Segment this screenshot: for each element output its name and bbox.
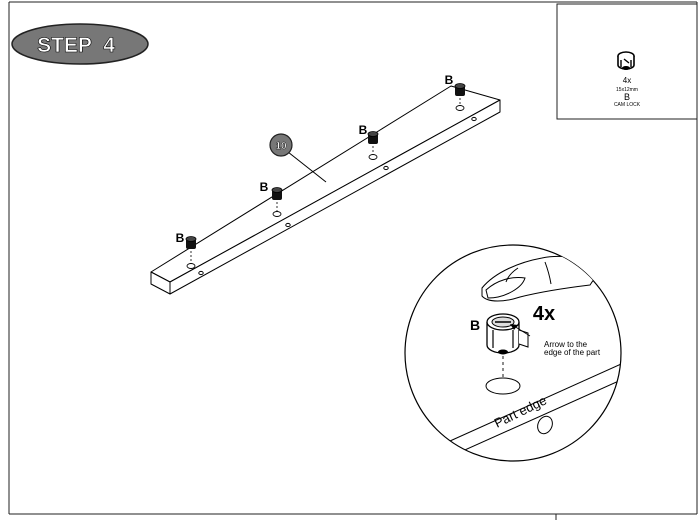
cam-lock-icon xyxy=(617,51,635,70)
cam-label-3: B xyxy=(359,123,368,137)
step-badge: STEP 4 xyxy=(11,23,149,65)
board-panel xyxy=(150,85,501,295)
cam-label-4: B xyxy=(445,73,454,87)
cam-lock-icon xyxy=(185,236,197,249)
cam-lock-icon xyxy=(454,83,466,96)
parts-quantity: 4x xyxy=(623,76,631,85)
cam-lock-1: B xyxy=(176,231,197,269)
parts-letter: B xyxy=(624,92,630,102)
step-label: STEP 4 xyxy=(37,34,115,57)
parts-box: 4x 15x12mm B CAM LOCK xyxy=(556,3,698,120)
detail-view: B 4x Arrow to the edge of the part Part … xyxy=(404,244,622,462)
detail-note-line2: edge of the part xyxy=(544,348,601,357)
detail-letter: B xyxy=(470,317,480,333)
cam-lock-4: B xyxy=(445,73,466,111)
edge-holes xyxy=(198,116,477,276)
part-number: 10 xyxy=(275,141,287,152)
detail-note-line1: Arrow to the xyxy=(544,340,588,349)
cam-lock-3: B xyxy=(359,123,379,160)
cam-lock-icon xyxy=(367,131,379,144)
detail-quantity: 4x xyxy=(533,303,555,325)
parts-name: CAM LOCK xyxy=(614,102,641,108)
cam-label-2: B xyxy=(260,180,269,194)
cam-lock-2: B xyxy=(260,180,283,217)
parts-size: 15x12mm xyxy=(616,87,638,93)
part-number-callout: 10 xyxy=(269,133,327,183)
cam-lock-icon xyxy=(271,187,283,200)
cam-lock-large-icon xyxy=(486,313,531,355)
cam-label-1: B xyxy=(176,231,185,245)
